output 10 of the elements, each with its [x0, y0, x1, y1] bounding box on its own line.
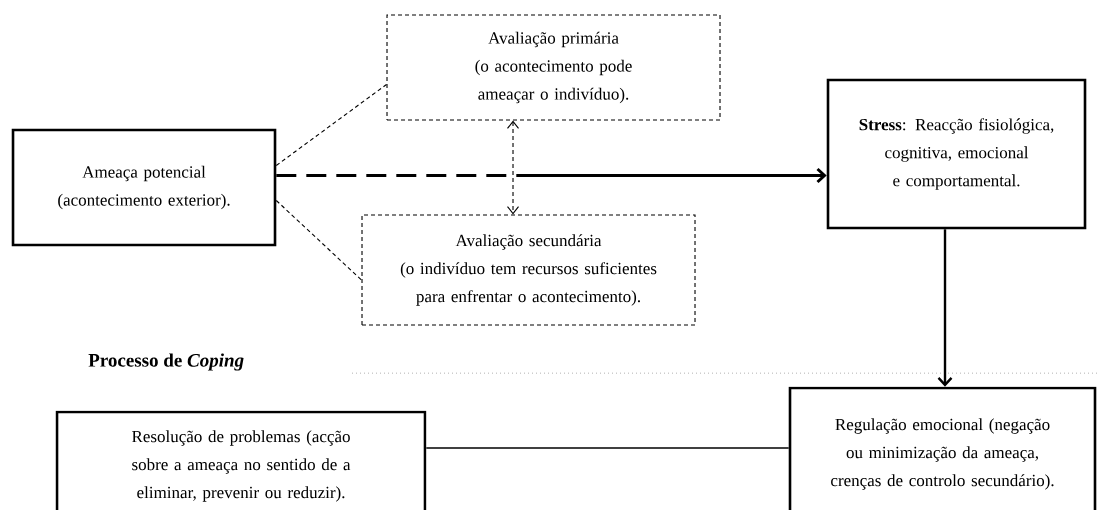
appraisal-box: Avaliação secundária (o indivíduo tem recursos suficientes para enfrentar o acontecimento).: [361, 214, 696, 326]
arrow: [937, 229, 953, 387]
coping-box: Resolução de problemas (acção sobre a ameaça no sentido de a eliminar, prevenir ou reduzir).: [55, 410, 427, 510]
stress-box: Stress: Reacção fisiológica, cognitiva, emocional e comportamental.: [826, 78, 1087, 230]
coping-box: Regulação emocional (negação ou minimização da ameaça, crenças de controlo secundário).: [788, 386, 1097, 510]
arrow: [506, 120, 520, 215]
section-heading: Processo de Coping: [88, 353, 244, 371]
appraisal-box: Avaliação primária (o acontecimento pode ameaçar o indivíduo).: [386, 14, 721, 121]
event-box: Ameaça potencial (acontecimento exterior).: [11, 128, 277, 247]
arrow: [276, 167, 827, 184]
